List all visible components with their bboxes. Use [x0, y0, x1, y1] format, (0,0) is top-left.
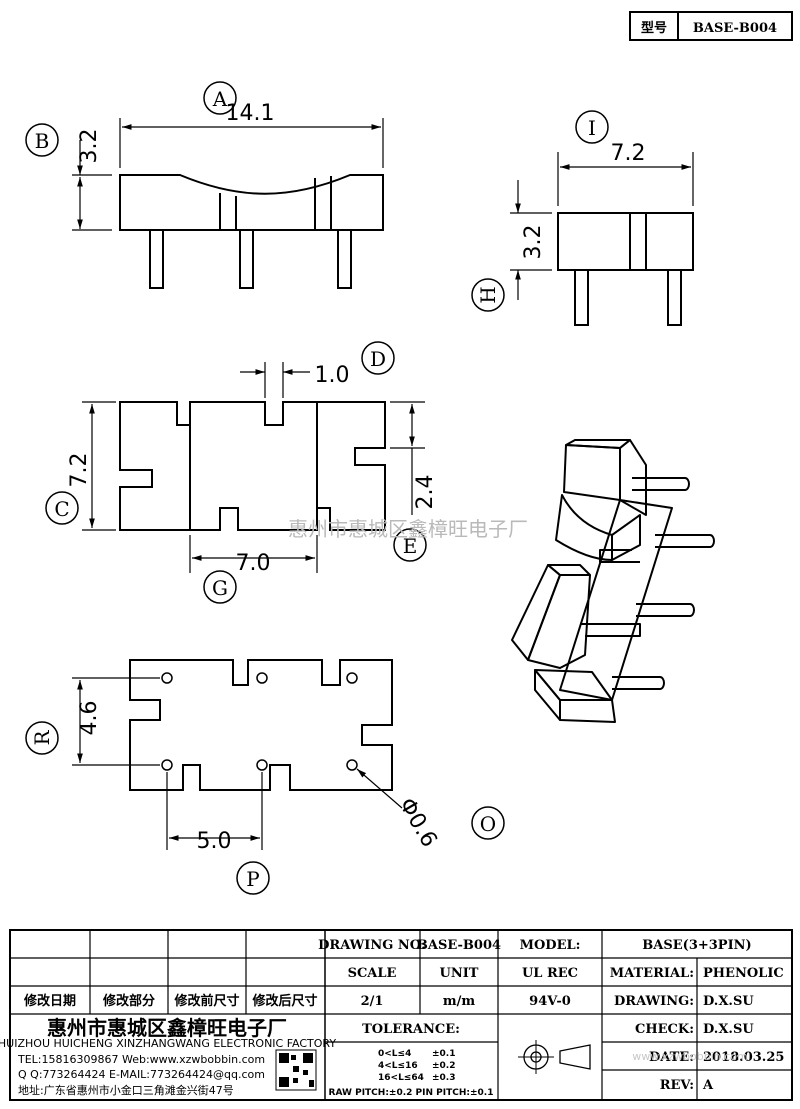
- drawing-no-label: DRAWING NO:: [318, 938, 426, 953]
- label-b: B: [35, 129, 50, 153]
- contact-2: Q Q:773264424 E-MAIL:773264424@qq.com: [18, 1068, 265, 1081]
- label-e: E: [403, 534, 418, 558]
- type-label: 型号: [641, 20, 667, 36]
- dim-hole-dia: Φ0.6: [394, 794, 442, 852]
- dim-pitch: 5.0: [197, 829, 232, 854]
- model-label: MODEL:: [520, 938, 581, 953]
- model-code: BASE-B004: [693, 21, 777, 36]
- contact-1: TEL:15816309867 Web:www.xzwbobbin.com: [17, 1053, 265, 1066]
- dim-slot-span: 7.0: [236, 551, 271, 576]
- bottom-view: [25, 659, 505, 895]
- dim-slot-width: 1.0: [315, 363, 350, 388]
- check-value: D.X.SU: [703, 1022, 754, 1037]
- drawing-by-value: D.X.SU: [703, 994, 754, 1009]
- label-o: O: [480, 812, 496, 836]
- check-label: CHECK:: [635, 1022, 694, 1037]
- pitch-line: RAW PITCH:±0.2 PIN PITCH:±0.1: [329, 1088, 494, 1098]
- dim-slot-height: 7.2: [67, 453, 92, 488]
- rev-header-3: 修改后尺寸: [251, 993, 317, 1009]
- tol-value-0: ±0.1: [432, 1049, 455, 1059]
- company-en: HUIZHOU HUICHENG XINZHANGWANG ELECTRONIC…: [0, 1037, 336, 1050]
- isometric-view: [511, 439, 715, 723]
- dim-side-height: 3.2: [521, 225, 546, 260]
- label-g: G: [212, 576, 228, 600]
- unit-value: m/m: [443, 994, 476, 1009]
- company-cn: 惠州市惠城区鑫樟旺电子厂: [47, 1016, 287, 1040]
- rev-label: REV:: [660, 1078, 694, 1093]
- label-r: R: [30, 730, 54, 746]
- qr-code-icon: [279, 1053, 314, 1087]
- rev-header-1: 修改部分: [102, 993, 155, 1009]
- date-label: DATE:: [649, 1050, 694, 1065]
- label-i: I: [588, 116, 596, 140]
- dim-slot-notch: 2.4: [413, 475, 438, 510]
- tolerance-label: TOLERANCE:: [362, 1022, 460, 1037]
- scale-value: 2/1: [361, 994, 384, 1009]
- label-p: P: [246, 867, 259, 891]
- label-a: A: [212, 87, 228, 111]
- tol-range-2: 16<L≤64: [378, 1073, 424, 1083]
- scale-label: SCALE: [348, 966, 397, 981]
- slot-view: [45, 341, 427, 604]
- side-view: [471, 110, 694, 326]
- label-c: C: [54, 497, 69, 521]
- ul-label: UL REC: [522, 966, 578, 981]
- rev-header-2: 修改前尺寸: [173, 993, 239, 1009]
- ul-value: 94V-0: [529, 994, 571, 1009]
- front-view: [25, 81, 384, 289]
- rev-value: A: [702, 1078, 714, 1093]
- tol-range-1: 4<L≤16: [378, 1061, 418, 1071]
- tol-value-2: ±0.3: [432, 1073, 455, 1083]
- label-h: H: [476, 286, 500, 303]
- header-box: 型号 BASE-B004: [629, 11, 793, 41]
- watermark: 惠州市惠城区鑫樟旺电子厂: [288, 517, 528, 541]
- title-block-grid: [9, 929, 793, 1101]
- rev-header-0: 修改日期: [23, 993, 76, 1009]
- tol-value-1: ±0.2: [432, 1061, 455, 1071]
- tol-range-0: 0<L≤4: [378, 1049, 411, 1059]
- material-value: PHENOLIC: [703, 966, 784, 981]
- address: 地址:广东省惠州市小金口三角滩金兴街47号: [18, 1083, 234, 1097]
- drawing-by-label: DRAWING:: [614, 994, 694, 1009]
- model-value: BASE(3+3PIN): [642, 938, 751, 953]
- dim-row-gap: 4.6: [77, 701, 102, 736]
- unit-label: UNIT: [440, 966, 479, 981]
- dim-front-width: 14.1: [226, 101, 275, 126]
- dim-front-height: 3.2: [77, 129, 102, 164]
- web-watermark: www.xzwbobbin.com: [632, 1050, 747, 1063]
- label-d: D: [370, 347, 386, 371]
- material-label: MATERIAL:: [610, 966, 694, 981]
- date-value: 2018.03.25: [703, 1050, 784, 1065]
- dim-side-width: 7.2: [611, 141, 646, 166]
- drawing-no: BASE-B004: [417, 938, 501, 953]
